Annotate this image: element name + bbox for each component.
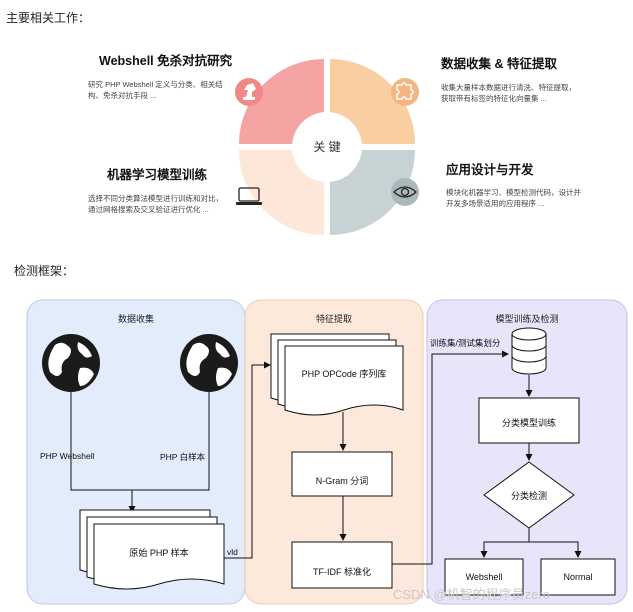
label-out-webshell: Webshell (465, 572, 503, 582)
quadrant-desc-data: 收集大量样本数据进行清洗、特征提取，获取带有标签的特征化向量集 ... (441, 83, 576, 103)
panel-title-model-training: 模型训练及检测 (495, 314, 559, 324)
quadrant-desc-app: 模块化机器学习、模型检测代码，设计并开发多场景适用的应用程序 ... (446, 188, 581, 208)
arrow-samples-to-opcode (224, 361, 271, 559)
laptop-icon (236, 187, 262, 205)
opcode-doc (270, 333, 404, 416)
label-ngram: N-Gram 分词 (315, 476, 369, 486)
detection-framework-diagram (26, 299, 628, 605)
globe-icon-webshell (42, 334, 100, 392)
puzzle-icon (391, 78, 419, 106)
label-raw-samples: 原始 PHP 样本 (129, 548, 189, 558)
arrow-webshell-to-samples (70, 392, 136, 513)
label-tfidf: TF-IDF 标准化 (313, 567, 371, 577)
arrow-tfidf-to-dataset (392, 350, 509, 565)
watermark: CSDN @机智的程序员zero (393, 587, 550, 602)
quadrant-title-app: 应用设计与开发 (446, 163, 534, 177)
eye-icon (391, 178, 419, 206)
line-normal-to-samples (132, 392, 210, 491)
chess-knight-icon (235, 78, 263, 106)
webshell-output-box (444, 558, 524, 596)
center-circle (292, 112, 362, 182)
label-opcode: PHP OPCode 序列库 (301, 369, 387, 379)
quadrant-desc-webshell: 研究 PHP Webshell 定义与分类、相关结构、免杀对抗手段 ... (88, 80, 223, 100)
label-php-white: PHP 白样本 (160, 452, 206, 462)
section-title-framework: 检测框架： (14, 264, 75, 278)
panel-title-feature-extraction: 特征提取 (315, 314, 352, 324)
quadrant-desc-ml: 选择不同分类算法模型进行训练和对比，通过网格搜索及交叉验证进行优化 ... (88, 194, 223, 214)
quadrant-title-webshell: Webshell 免杀对抗研究 (99, 54, 233, 68)
train-box (478, 397, 580, 444)
globe-icon-normal (180, 334, 238, 392)
label-split: 训练集/测试集划分 (430, 338, 501, 348)
quadrant-title-data: 数据收集 & 特征提取 (441, 57, 557, 71)
label-train: 分类模型训练 (501, 418, 556, 428)
arrow-detect-to-normal (529, 541, 582, 558)
section-title-related-work: 主要相关工作： (6, 11, 91, 25)
normal-output-box (540, 558, 616, 596)
key-circle-diagram: 关 键 (235, 59, 419, 235)
arrow-detect-to-webshell (480, 528, 530, 558)
database-icon (511, 327, 547, 375)
label-php-webshell: PHP Webshell (40, 451, 95, 461)
center-label: 关 键 (313, 140, 340, 154)
label-out-normal: Normal (563, 572, 593, 582)
label-detect: 分类检测 (510, 491, 547, 501)
panel-title-data-collection: 数据收集 (117, 314, 154, 324)
panel-model-training (426, 299, 628, 605)
quadrant-title-ml: 机器学习模型训练 (107, 168, 208, 182)
ngram-box (291, 451, 393, 497)
tfidf-box (291, 541, 393, 589)
label-vld: vld (227, 547, 238, 557)
raw-samples-doc (79, 509, 225, 590)
